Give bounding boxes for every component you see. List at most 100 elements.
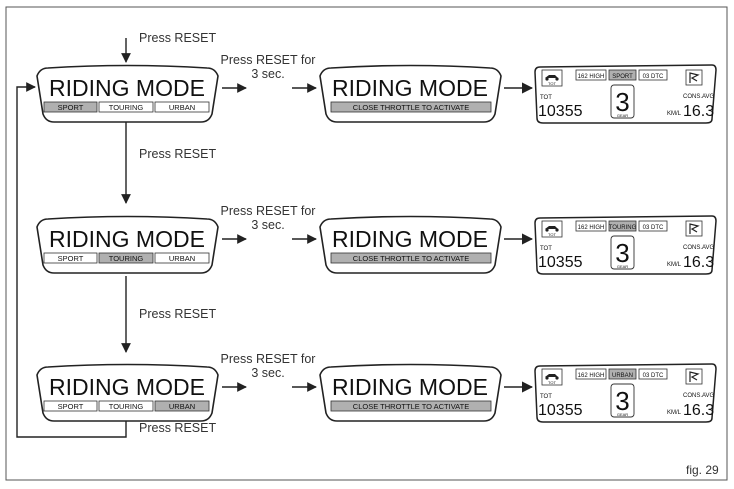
panel-title: RIDING MODE: [49, 374, 205, 400]
speed-text: 162 HIGH: [578, 225, 605, 231]
wheel: [545, 77, 549, 81]
close-throttle-bar: [330, 252, 492, 264]
speed-text: 162 HIGH: [578, 373, 605, 379]
close-throttle-text: CLOSE THROTTLE TO ACTIVATE: [353, 402, 469, 411]
mode-row-2: RIDING MODE SPORT TOURING URBAN Press RESET …: [36, 204, 717, 275]
mode-tab-sport: [43, 400, 98, 412]
dtc-box: [638, 69, 668, 81]
hold-label-line2: 3 sec.: [251, 366, 284, 380]
gear-box: [610, 235, 635, 270]
cons-avg-label: CONS.AVG: [683, 94, 715, 100]
dtc-text: 03 DTC: [643, 373, 664, 379]
motorcycle-shape: [545, 226, 558, 229]
active-mode-box: [608, 69, 637, 81]
close-throttle-bar: [330, 101, 492, 113]
dtc-text: 03 DTC: [643, 225, 664, 231]
close-throttle-bar: [330, 400, 492, 412]
mode-tab-sport: [43, 252, 98, 264]
gear-label: GEAR: [617, 264, 628, 269]
flag-shape: [689, 223, 700, 234]
motorcycle-shape: [545, 75, 558, 78]
hold-label-line1: Press RESET for: [221, 53, 316, 67]
dtc-box: [638, 220, 668, 232]
mode-row-1: RIDING MODE SPORT TOURING URBAN Press RESET …: [36, 53, 717, 124]
active-mode-text: TOURING: [609, 225, 637, 231]
mode-tab-label: URBAN: [169, 103, 195, 112]
close-throttle-text: CLOSE THROTTLE TO ACTIVATE: [353, 103, 469, 112]
mode-select-panel: RIDING MODE SPORT TOURING URBAN: [36, 64, 219, 123]
press-reset-label-3: Press RESET: [139, 421, 216, 435]
tot-label: TOT: [540, 95, 552, 101]
gear-label: GEAR: [617, 412, 628, 417]
dtc-box: [638, 368, 668, 380]
mode-tab-label: SPORT: [58, 103, 84, 112]
confirm-panel: RIDING MODE CLOSE THROTTLE TO ACTIVATE: [319, 64, 502, 123]
mode-tab-touring: [98, 252, 154, 264]
active-mode-text: SPORT: [612, 74, 633, 80]
hold-label-line1: Press RESET for: [221, 204, 316, 218]
press-reset-label-top: Press RESET: [139, 31, 216, 45]
mode-tab-label: URBAN: [169, 402, 195, 411]
speed-box: [575, 368, 607, 380]
cons-value: 16.3: [683, 103, 714, 120]
figure-frame: [5, 6, 728, 481]
mode-tab-label: URBAN: [169, 254, 195, 263]
mode-tab-urban: [154, 101, 210, 113]
speed-box: [575, 220, 607, 232]
gear-value: 3: [615, 238, 629, 268]
loop-back-line: [16, 82, 127, 438]
press-reset-label-2: Press RESET: [139, 307, 216, 321]
cons-avg-label: CONS.AVG: [683, 393, 715, 399]
hold-label-line2: 3 sec.: [251, 67, 284, 81]
gear-value: 3: [615, 87, 629, 117]
flag-shape: [689, 371, 700, 382]
wheel: [555, 376, 559, 380]
figure-label: fig. 29: [686, 463, 719, 477]
hold-label-line1: Press RESET for: [221, 352, 316, 366]
speed-text: 162 HIGH: [578, 74, 605, 80]
odometer-value: 10355: [538, 254, 583, 271]
odometer-value: 10355: [538, 103, 583, 120]
speed-box: [575, 69, 607, 81]
cons-value: 16.3: [683, 254, 714, 271]
tot-icon-label: TOT: [548, 232, 556, 237]
close-throttle-text: CLOSE THROTTLE TO ACTIVATE: [353, 254, 469, 263]
tot-label: TOT: [540, 246, 552, 252]
gear-box: [610, 84, 635, 119]
mode-tab-urban: [154, 400, 210, 412]
cons-unit-label: KM/L: [667, 262, 682, 268]
wheel: [555, 228, 559, 232]
odometer-value: 10355: [538, 402, 583, 419]
panel-title: RIDING MODE: [49, 75, 205, 101]
mode-tab-label: SPORT: [58, 402, 84, 411]
motorcycle-shape: [545, 374, 558, 377]
tot-label: TOT: [540, 394, 552, 400]
mode-tab-label: SPORT: [58, 254, 84, 263]
gear-label: GEAR: [617, 113, 628, 118]
panel-title: RIDING MODE: [332, 75, 488, 101]
mode-tab-touring: [98, 101, 154, 113]
panel-title: RIDING MODE: [49, 226, 205, 252]
cons-value: 16.3: [683, 402, 714, 419]
cons-unit-label: KM/L: [667, 111, 682, 117]
press-reset-label-1: Press RESET: [139, 147, 216, 161]
mode-tab-touring: [98, 400, 154, 412]
mode-tab-urban: [154, 252, 210, 264]
wheel: [545, 228, 549, 232]
flag-shape: [689, 72, 700, 83]
mode-tab-label: TOURING: [109, 103, 144, 112]
gear-value: 3: [615, 386, 629, 416]
hold-label-line2: 3 sec.: [251, 218, 284, 232]
active-mode-box: [608, 368, 637, 380]
mode-tab-sport: [43, 101, 98, 113]
wheel: [545, 376, 549, 380]
